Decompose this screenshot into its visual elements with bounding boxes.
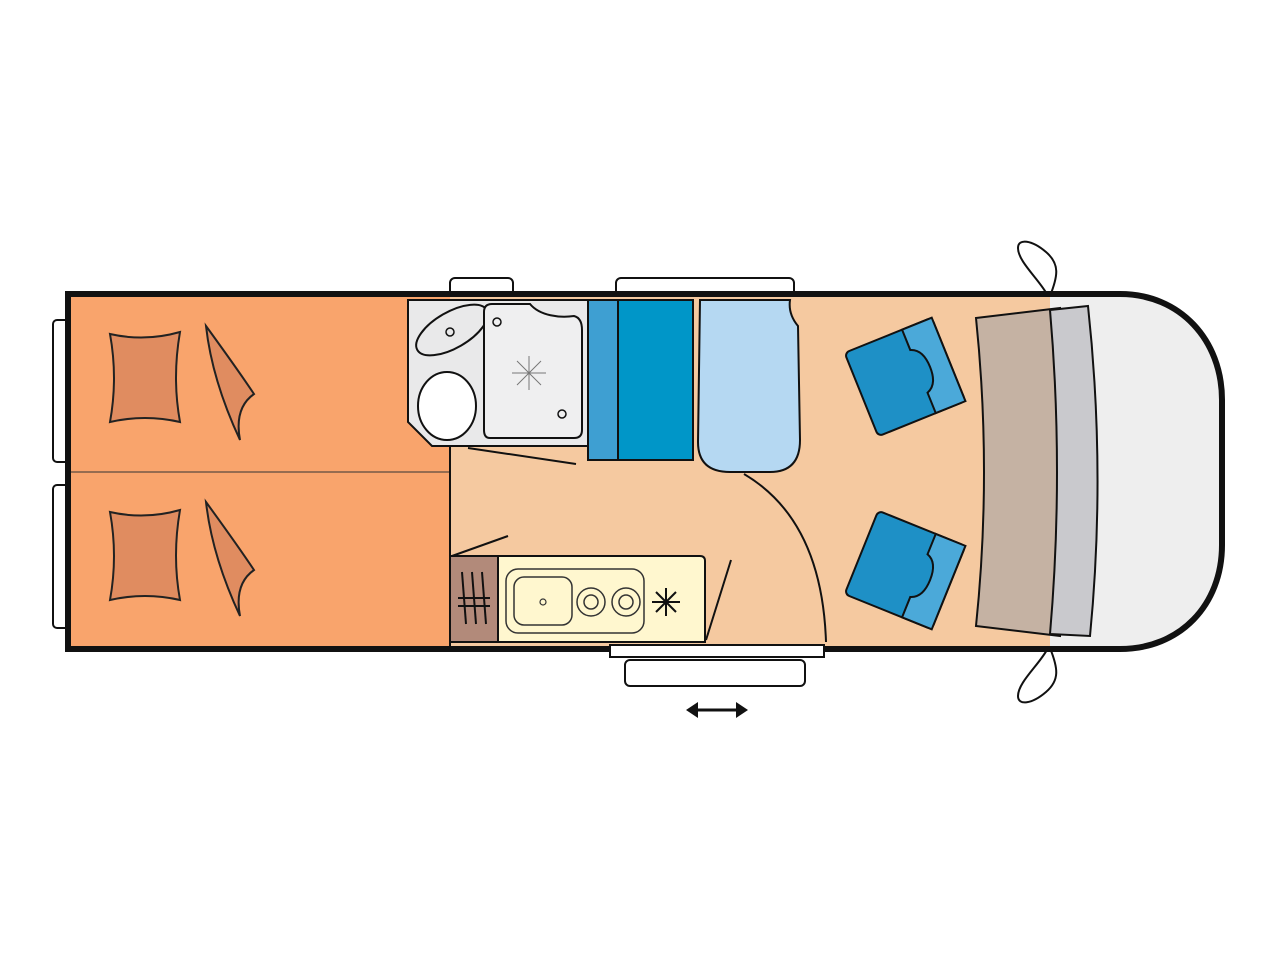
entry-door-swing bbox=[743, 473, 827, 643]
swivel-seat-top[interactable] bbox=[845, 316, 967, 437]
pillow-icon bbox=[108, 322, 256, 617]
cabinet-rack-icon bbox=[458, 571, 490, 625]
entry-step[interactable] bbox=[624, 659, 806, 687]
shower-tray bbox=[483, 303, 583, 439]
windscreen bbox=[1048, 304, 1099, 638]
refrigerator-snowflake-icon bbox=[652, 588, 680, 616]
entry-door[interactable] bbox=[609, 644, 825, 658]
mirror-icon bbox=[1016, 647, 1058, 704]
wardrobe-side[interactable] bbox=[587, 299, 619, 461]
shower-drain-icon bbox=[512, 356, 546, 390]
toilet-icon bbox=[417, 371, 477, 441]
stove-burner-icon bbox=[576, 587, 641, 617]
kitchen-door[interactable] bbox=[451, 535, 509, 557]
swivel-seat-bottom[interactable] bbox=[845, 511, 967, 631]
sliding-door-arrow-icon bbox=[686, 702, 748, 718]
bathroom-door[interactable] bbox=[467, 447, 577, 465]
dashboard bbox=[974, 306, 1062, 638]
wardrobe[interactable] bbox=[617, 299, 694, 461]
bench-seat bbox=[696, 299, 802, 473]
entry-partition bbox=[705, 559, 732, 641]
mirror-icon bbox=[1016, 240, 1058, 297]
sink-icon bbox=[513, 576, 573, 626]
vehicle-outline bbox=[65, 291, 1225, 652]
